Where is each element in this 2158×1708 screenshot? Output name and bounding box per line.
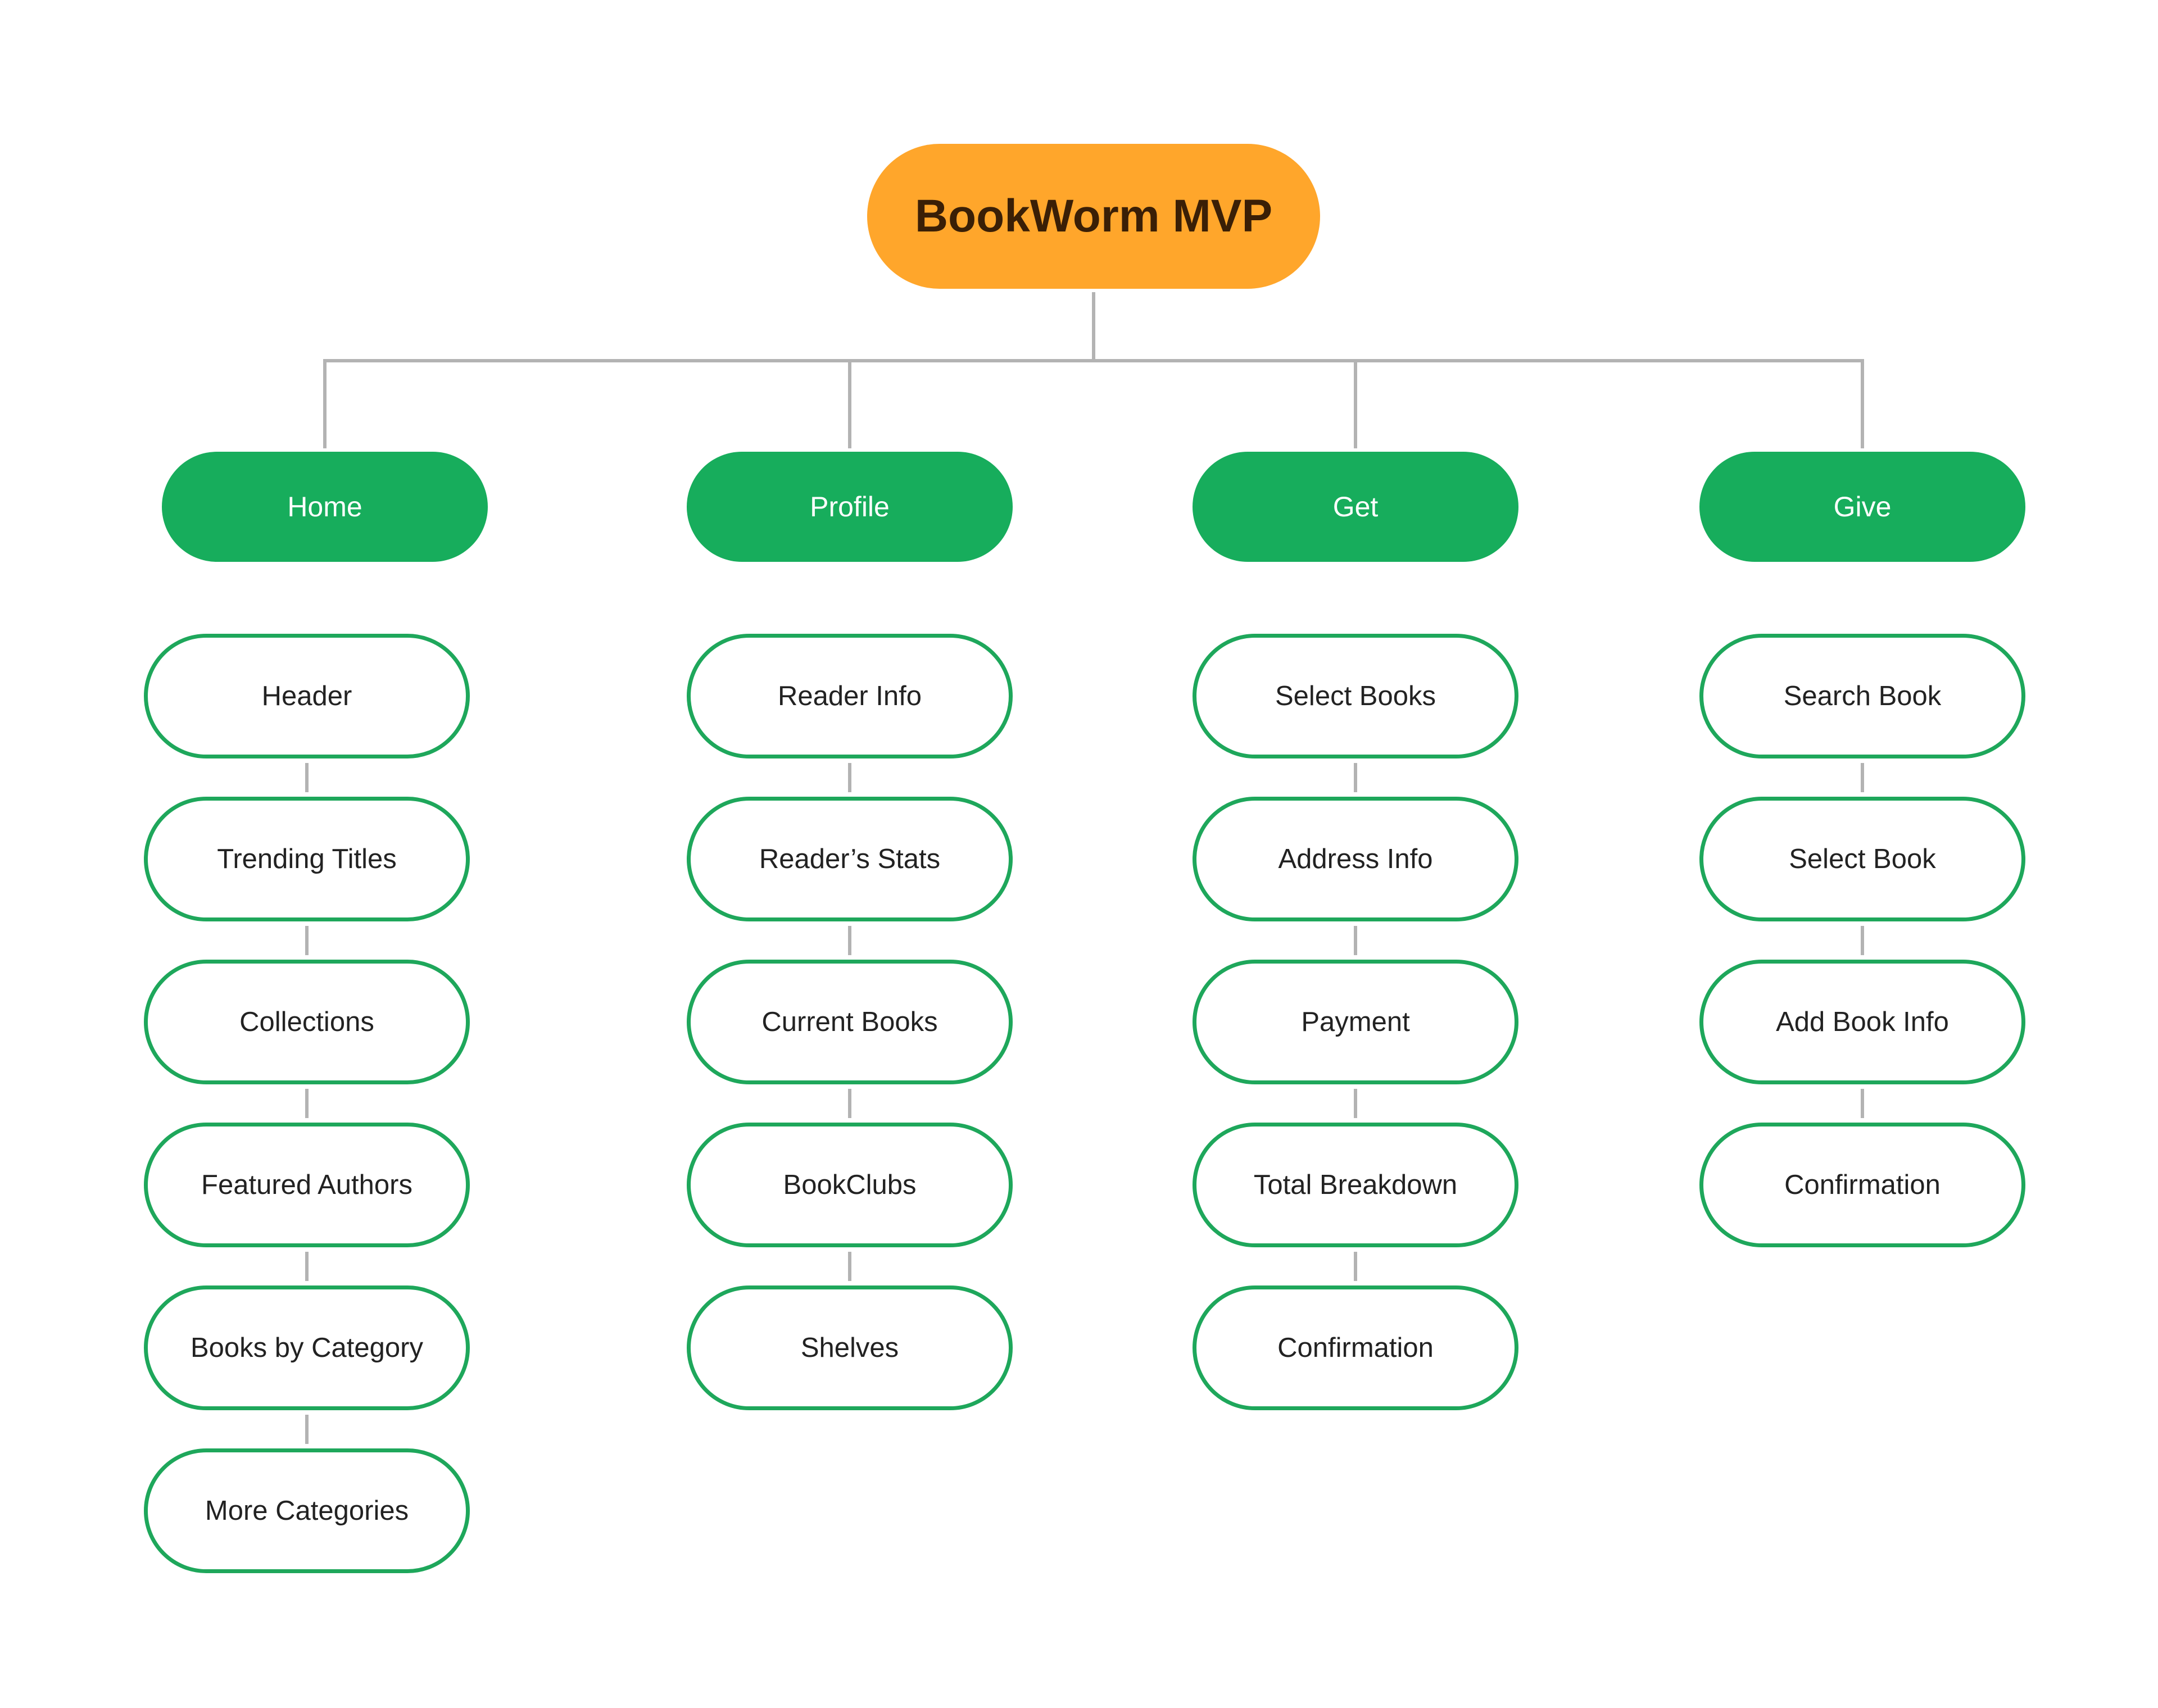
category-node-profile: Profile	[687, 452, 1013, 562]
item-node-home-more-categories: More Categories	[144, 1448, 470, 1573]
category-node-get: Get	[1193, 452, 1518, 562]
category-node-give: Give	[1699, 452, 2025, 562]
item-node-home-trending-titles: Trending Titles	[144, 797, 470, 921]
item-node-give-add-book-info: Add Book Info	[1699, 960, 2025, 1084]
item-node-profile-shelves: Shelves	[687, 1285, 1013, 1410]
item-node-home-books-by-category: Books by Category	[144, 1285, 470, 1410]
item-node-home-header: Header	[144, 634, 470, 758]
item-node-get-address-info: Address Info	[1193, 797, 1518, 921]
item-node-give-search-book: Search Book	[1699, 634, 2025, 758]
item-node-give-confirmation: Confirmation	[1699, 1123, 2025, 1247]
item-node-home-collections: Collections	[144, 960, 470, 1084]
item-node-profile-reader-info: Reader Info	[687, 634, 1013, 758]
item-node-give-select-book: Select Book	[1699, 797, 2025, 921]
item-node-get-payment: Payment	[1193, 960, 1518, 1084]
item-node-profile-reader-s-stats: Reader’s Stats	[687, 797, 1013, 921]
item-node-get-confirmation: Confirmation	[1193, 1285, 1518, 1410]
item-node-profile-current-books: Current Books	[687, 960, 1013, 1084]
item-node-get-select-books: Select Books	[1193, 634, 1518, 758]
item-node-home-featured-authors: Featured Authors	[144, 1123, 470, 1247]
item-node-profile-bookclubs: BookClubs	[687, 1123, 1013, 1247]
category-node-home: Home	[162, 452, 488, 562]
root-node: BookWorm MVP	[867, 144, 1320, 289]
item-node-get-total-breakdown: Total Breakdown	[1193, 1123, 1518, 1247]
